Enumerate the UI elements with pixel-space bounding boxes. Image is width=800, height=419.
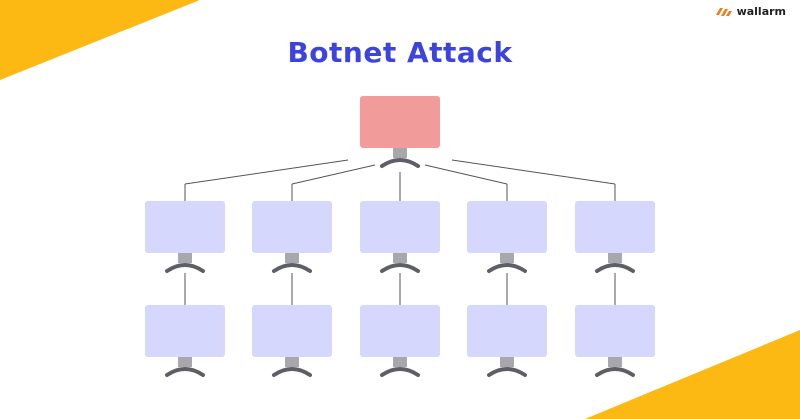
bot-monitor-icon [575,201,655,273]
monitor-screen [145,305,225,357]
monitor-neck [500,253,514,263]
monitor-base [595,263,635,273]
monitor-neck [285,253,299,263]
monitor-base [487,263,527,273]
corner-accent-top-left [0,0,200,80]
monitor-screen [467,201,547,253]
monitor-neck [393,253,407,263]
monitor-screen [467,305,547,357]
connector-line [451,159,616,185]
monitor-screen [360,305,440,357]
monitor-screen [360,201,440,253]
bot-monitor-icon [145,201,225,273]
monitor-screen [145,201,225,253]
connector-lines [184,159,616,305]
bot-monitor-icon [252,305,332,377]
monitor-base [487,367,527,377]
monitor-screen [575,201,655,253]
monitor-base [165,263,205,273]
monitor-neck [178,357,192,367]
monitor-neck [500,357,514,367]
bot-monitor-icon [360,201,440,273]
brand-logo: wallarm [715,4,786,20]
monitor-base [380,367,420,377]
monitor-base [380,158,420,168]
bot-monitor-icon [252,201,332,273]
master-monitor-icon [360,96,440,168]
monitor-neck [393,357,407,367]
monitor-group [145,96,655,377]
monitor-screen [575,305,655,357]
monitor-neck [285,357,299,367]
page-title: Botnet Attack [287,36,513,69]
bot-monitor-icon [360,305,440,377]
brand-name: wallarm [736,5,786,18]
monitor-neck [608,253,622,263]
monitor-neck [178,253,192,263]
bot-monitor-icon [467,201,547,273]
monitor-base [165,367,205,377]
monitor-neck [393,148,407,158]
connector-line [291,164,376,185]
monitor-neck [608,357,622,367]
monitor-base [380,263,420,273]
monitor-base [272,263,312,273]
monitor-base [595,367,635,377]
bot-monitor-icon [575,305,655,377]
monitor-screen [252,305,332,357]
corner-accent-bottom-right [585,330,800,419]
monitor-base [272,367,312,377]
bot-monitor-icon [145,305,225,377]
connector-line [424,164,508,185]
monitor-screen [252,201,332,253]
connector-line [184,159,349,185]
wallarm-logo-icon [715,8,732,16]
monitor-screen [360,96,440,148]
bot-monitor-icon [467,305,547,377]
